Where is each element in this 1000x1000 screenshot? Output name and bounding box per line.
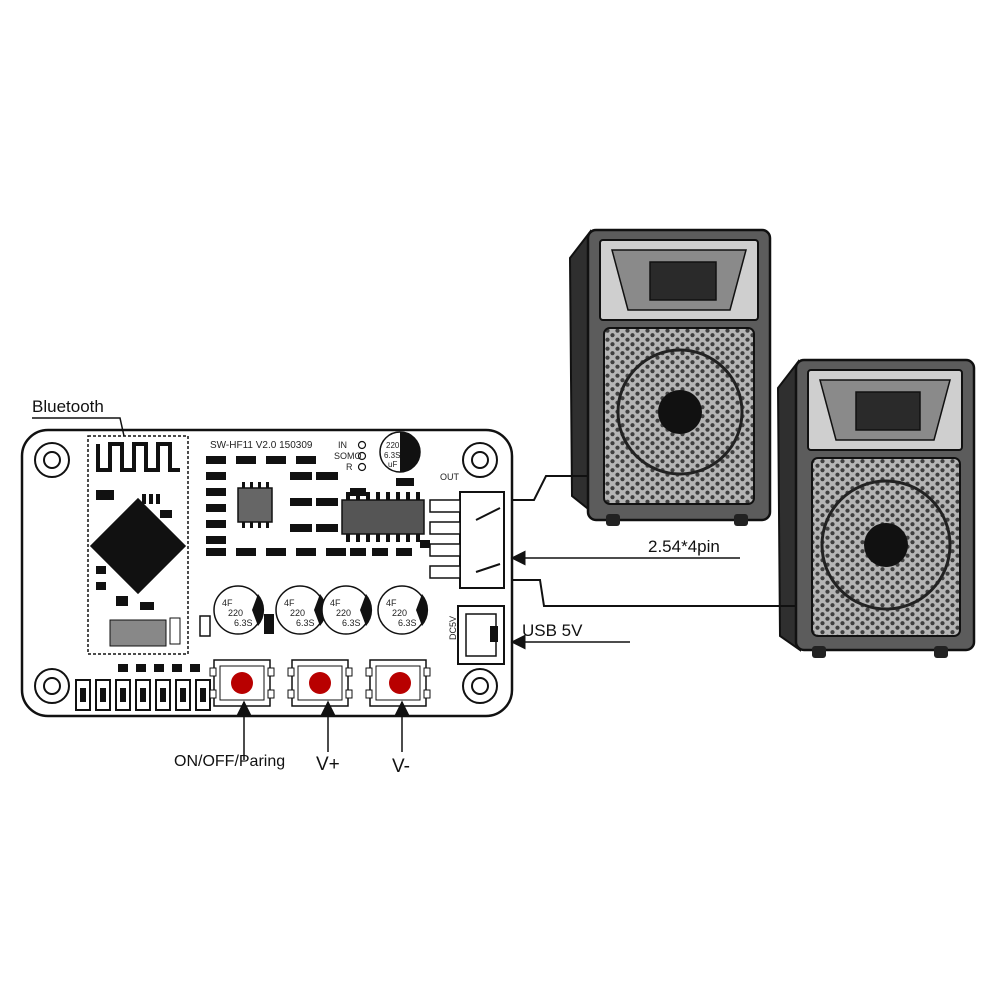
usb-label: USB 5V <box>522 621 583 640</box>
mounting-holes <box>34 442 498 704</box>
board-model-text: SW-HF11 V2.0 150309 <box>210 440 313 451</box>
cap3-text-1: 4F <box>330 598 341 608</box>
callout-connector: 2.54*4pin <box>510 537 740 566</box>
bluetooth-module <box>87 435 189 655</box>
pcb-board: SW-HF11 V2.0 150309 IN SOMO R 220 6.3S u… <box>20 428 514 718</box>
callout-bluetooth: Bluetooth <box>32 397 125 437</box>
dc5v-label: DC5V <box>448 616 458 640</box>
callout-button-vol-down: V- <box>392 700 410 777</box>
cap1-text-3: 6.3S <box>234 618 253 628</box>
amplifier-ic <box>341 492 425 542</box>
callout-button-vol-up: V+ <box>316 700 340 775</box>
cap4-text-2: 220 <box>392 608 407 618</box>
out-label: OUT <box>440 472 460 482</box>
cap1-text-1: 4F <box>222 598 233 608</box>
input-pads <box>357 440 367 472</box>
bottom-component-row <box>75 664 211 711</box>
small-ic <box>237 482 273 528</box>
button-power-label: ON/OFF/Paring <box>174 753 285 770</box>
button-power-cap[interactable] <box>231 672 253 694</box>
small-cap-text-1: 220 <box>386 441 400 450</box>
button-power[interactable] <box>209 659 275 707</box>
speaker-front <box>776 358 976 658</box>
smd-components <box>206 456 430 556</box>
capacitor-3: 4F 220 6.3S <box>321 585 373 635</box>
button-vol-up[interactable] <box>287 659 353 707</box>
output-connector <box>429 491 505 589</box>
antenna-trace <box>96 442 180 472</box>
capacitor-4: 4F 220 6.3S <box>377 585 429 635</box>
cap2-text-1: 4F <box>284 598 295 608</box>
callout-button-power: ON/OFF/Paring <box>174 700 285 770</box>
input-label-somo: SOMO <box>334 451 362 461</box>
cap2-text-3: 6.3S <box>296 618 315 628</box>
button-vol-down-label: V- <box>392 756 410 777</box>
button-vol-up-label: V+ <box>316 754 340 775</box>
small-cap-text-3: uF <box>388 460 397 469</box>
button-vol-down-cap[interactable] <box>389 672 411 694</box>
callout-usb: USB 5V <box>510 621 630 650</box>
speaker-wires <box>504 475 796 607</box>
bluetooth-label: Bluetooth <box>32 397 104 416</box>
cap4-text-3: 6.3S <box>398 618 417 628</box>
cap4-text-1: 4F <box>386 598 397 608</box>
small-cap-text-2: 6.3S <box>384 451 400 460</box>
small-capacitor: 220 6.3S uF <box>379 431 421 473</box>
cap1-text-2: 220 <box>228 608 243 618</box>
speaker-back <box>568 228 772 526</box>
button-vol-up-cap[interactable] <box>309 672 331 694</box>
usb-connector: DC5V <box>448 605 505 665</box>
cap2-text-2: 220 <box>290 608 305 618</box>
button-vol-down[interactable] <box>365 659 431 707</box>
input-label-in: IN <box>338 440 347 450</box>
capacitor-1: 4F 220 6.3S <box>213 585 265 635</box>
cap3-text-3: 6.3S <box>342 618 361 628</box>
connector-label: 2.54*4pin <box>648 537 720 556</box>
input-label-r: R <box>346 462 353 472</box>
cap3-text-2: 220 <box>336 608 351 618</box>
